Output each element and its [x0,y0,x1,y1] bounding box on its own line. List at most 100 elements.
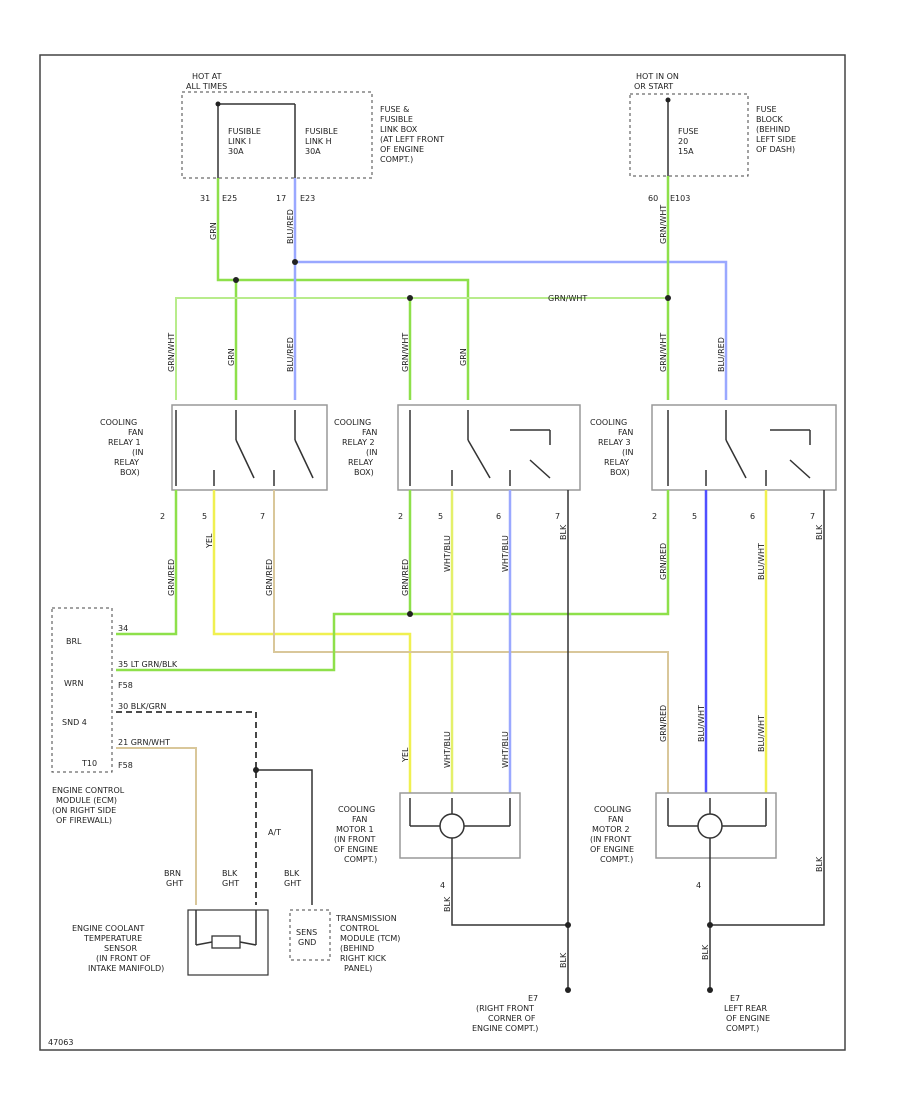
relay-3-box [651,404,837,491]
motor-1-label-line: OF ENGINE [334,845,378,854]
ground-desc-line: LEFT REAR [724,1004,767,1013]
ground-e7-right: E7 (RIGHT FRONT CORNER OF ENGINE COMPT.) [472,987,571,1033]
tcm-desc-line: RIGHT KICK [340,954,387,963]
relay-2-pin: 7 [555,512,560,521]
ecm-pin-value: 34 [118,624,128,633]
cooling-fan-relay-2: COOLING FAN RELAY 2 (IN RELAY BOX) 2 5 6… [334,404,581,521]
motor-1-label-line: FAN [352,815,367,824]
splice [253,767,259,773]
tcm-box-label: GND [298,938,316,947]
fuse-box-2-desc-line: BLOCK [756,115,784,124]
wire-label-yel: YEL [205,533,214,549]
fuse-20-label: FUSE [678,127,699,136]
wire-grn-red-ecm [116,490,178,636]
wire-label-grn-wht-bus: GRN/WHT [548,294,587,303]
fuse-box-1-hot-label: HOT AT [192,72,222,81]
wire-blk-tcm [256,769,313,905]
fusible-link-1-rating: 30A [228,147,244,156]
wire-label-blk: BLK [559,952,568,968]
wire-lt-grn-blk [116,490,670,672]
fuse-box-2-conn: E103 [670,194,690,203]
wire-label-blu-red: BLU/RED [286,337,295,372]
relay-1-label-line: FAN [128,428,143,437]
relay-2-label-line: COOLING [334,418,371,427]
tcm-box-label: SENS [296,928,317,937]
relay-1-label-line: (IN [132,448,143,457]
ect-desc-line: (IN FRONT OF [96,954,151,963]
tcm-desc-line: PANEL) [344,964,372,973]
fuse-box-2-desc-line: LEFT SIDE [756,135,796,144]
relay-2-label-line: BOX) [354,468,374,477]
wire-label-motor2-blu: BLU/WHT [697,705,706,742]
motor-1-label-line: COOLING [338,805,375,814]
relay-3-pin: 5 [692,512,697,521]
wire-green-main [216,178,470,400]
wire-label-blk: BLK [815,524,824,540]
fusible-link-2-label: FUSIBLE [305,127,338,136]
splice [665,295,671,301]
ecm-outline [51,607,113,773]
ect-wire-label: GHT [166,879,183,888]
relay-2-label-line: RELAY 2 [342,438,375,447]
ect-thermistor-symbol [211,935,241,949]
ground-e7-left: E7 LEFT REAR OF ENGINE COMPT.) [707,987,770,1033]
wire-label-blk: BLK [701,944,710,960]
wire-label-motor1-pin5: WHT/BLU [443,731,452,768]
ecm-pin-label: T10 [81,759,97,768]
motor-2-label-line: OF ENGINE [590,845,634,854]
wire-label-tan: GRN/RED [265,559,274,596]
ect-desc-line: TEMPERATURE [83,934,142,943]
wire-tan-motor2 [273,490,669,795]
fusible-link-2-rating: 30A [305,147,321,156]
tcm-desc-line: (BEHIND [340,944,374,953]
ground-id: E7 [730,994,740,1003]
fuse-box-1-hot-sub: ALL TIMES [186,82,227,91]
ground-id: E7 [528,994,538,1003]
motor-2-label-line: MOTOR 2 [592,825,630,834]
relay-3-pin: 7 [810,512,815,521]
wire-brn-wht-ect [116,747,197,905]
motor-2-pin: 4 [696,881,701,890]
fuse-box-1: HOT AT ALL TIMES FUSIBLE LINK I 30A FUSI… [181,72,444,203]
wire-label-grn: GRN [459,348,468,366]
ground-desc-line: (RIGHT FRONT [476,1004,534,1013]
ecm-pin-value: 35 LT GRN/BLK [118,660,178,669]
fuse-box-1-desc-line: FUSIBLE [380,115,413,124]
relay-2-label-line: RELAY [348,458,373,467]
motor-2-label-line: COOLING [594,805,631,814]
ecm-desc-line: OF FIREWALL) [56,816,112,825]
ect-desc-line: ENGINE COOLANT [72,924,144,933]
wire-label-blk: BLK [559,524,568,540]
ecm-desc-line: ENGINE CONTROL [52,786,125,795]
wire-label-relay2-pin6: WHT/BLU [501,535,510,572]
diagram-border [39,54,846,1051]
relay-1-label-line: COOLING [100,418,137,427]
tcm-desc-line: MODULE (TCM) [340,934,400,943]
fuse-box-2-desc-line: (BEHIND [756,125,790,134]
tcm-at-label: A/T [268,828,281,837]
ground-desc-line: OF ENGINE [726,1014,770,1023]
wire-label-grn-wht: GRN/WHT [659,333,668,372]
ecm-pin-label: WRN [64,679,83,688]
fuse-box-1-outline [181,91,373,179]
ecm-desc-line: MODULE (ECM) [56,796,117,805]
wire-blk-motor1-gnd [451,860,568,926]
relay-3-label-line: COOLING [590,418,627,427]
cooling-fan-relay-1: COOLING FAN RELAY 1 (IN RELAY BOX) 2 5 7 [100,404,328,521]
ground-symbol [565,987,571,993]
relay-3-label-line: BOX) [610,468,630,477]
cooling-fan-motor-1: COOLING FAN MOTOR 1 (IN FRONT OF ENGINE … [334,792,521,890]
cooling-fan-motor-2: COOLING FAN MOTOR 2 (IN FRONT OF ENGINE … [590,792,777,890]
ground-desc-line: ENGINE COMPT.) [472,1024,538,1033]
ect-wire-label: BLK [222,869,238,878]
wire-label-yel: YEL [401,747,410,763]
fusible-link-2-name: LINK H [305,137,332,146]
splice [707,922,713,928]
ground-symbol [707,987,713,993]
tcm-desc-line: CONTROL [340,924,380,933]
motor-1-label-line: (IN FRONT [334,835,375,844]
wire-label-grn-red: GRN/RED [401,559,410,596]
motor-2-label-line: (IN FRONT [590,835,631,844]
fuse-box-1-pin-1: 31 [200,194,210,203]
